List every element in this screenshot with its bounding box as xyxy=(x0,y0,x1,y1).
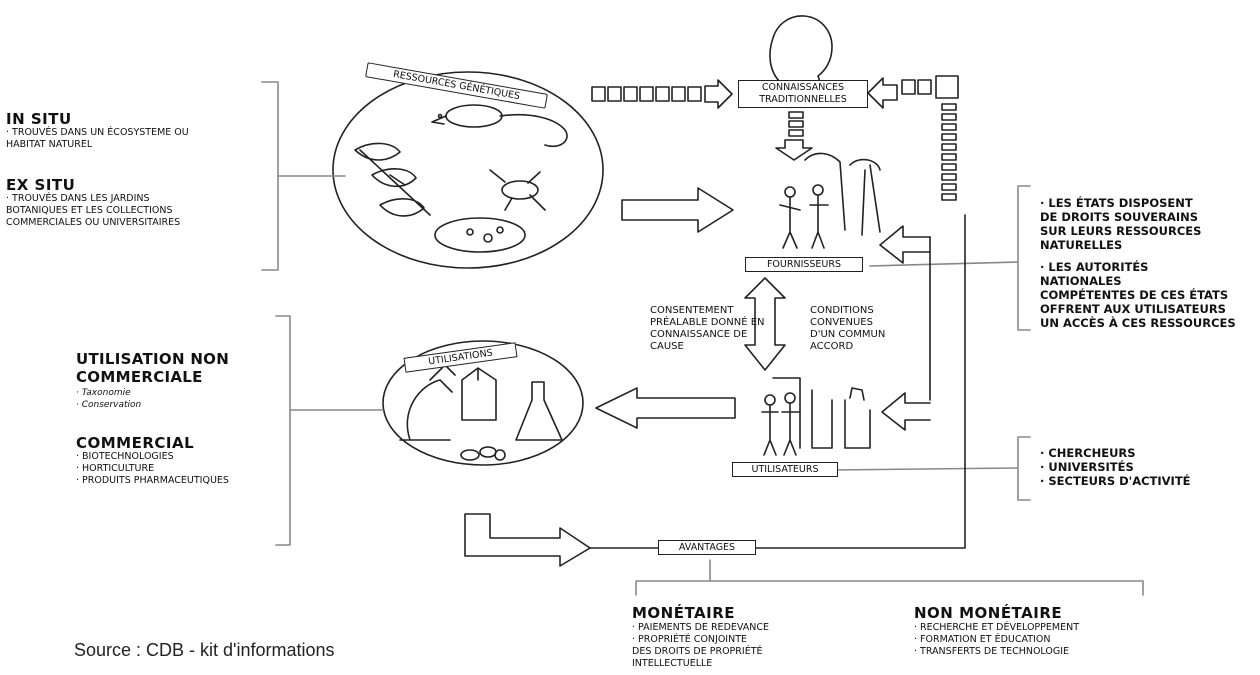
mat-line: CONVENUES xyxy=(810,317,873,328)
commercial-item: · PRODUITS PHARMACEUTIQUES xyxy=(76,475,229,486)
in-situ-desc-line: HABITAT NATUREL xyxy=(6,139,93,150)
non-monetary-item: · TRANSFERTS DE TECHNOLOGIE xyxy=(914,646,1070,657)
monetary-item: · PAIEMENTS DE REDEVANCE xyxy=(632,622,770,633)
pic-line: PRÉALABLE DONNÉ EN xyxy=(650,317,765,328)
user-notes: · CHERCHEURS · UNIVERSITÉS · SECTEURS D'… xyxy=(1040,446,1191,488)
ex-situ-desc: · TROUVÉS DANS LES JARDINS BOTANIQUES ET… xyxy=(6,193,180,229)
mat-line: D'UN COMMUN xyxy=(810,329,886,340)
dashed-arrow-loop-right xyxy=(867,75,959,201)
non-commercial-item: · Taxonomie xyxy=(76,388,131,398)
prior-informed-consent: CONSENTEMENT PRÉALABLE DONNÉ EN CONNAISS… xyxy=(650,305,765,353)
commercial-item: · HORTICULTURE xyxy=(76,463,155,474)
non-commercial-items: · Taxonomie · Conservation xyxy=(76,387,141,411)
insect-illustration-icon xyxy=(489,169,546,211)
in-situ-title: IN SITU xyxy=(6,110,72,128)
ex-situ-desc-line: · TROUVÉS DANS LES JARDINS xyxy=(6,193,150,204)
commercial-items: · BIOTECHNOLOGIES · HORTICULTURE · PRODU… xyxy=(76,451,229,487)
uses-circle xyxy=(382,340,584,466)
provider-note-line: NATURELLES xyxy=(1040,238,1123,252)
monetary-items: · PAIEMENTS DE REDEVANCE · PROPRIÉTÉ CON… xyxy=(632,622,769,670)
provider-note-line: NATIONALES xyxy=(1040,274,1122,288)
petri-dish-icon xyxy=(434,217,526,253)
arrow-return-providers xyxy=(879,225,931,264)
traditional-knowledge-box: CONNAISSANCES TRADITIONNELLES xyxy=(738,80,868,108)
arrow-return-users xyxy=(881,392,931,431)
provider-note-line: · LES AUTORITÉS xyxy=(1040,260,1149,274)
head-silhouette-icon xyxy=(769,15,833,83)
dashed-arrow-to-knowledge xyxy=(591,79,733,109)
monetary-item: INTELLECTUELLE xyxy=(632,658,713,669)
provider-note-line: OFFRENT AUX UTILISATEURS xyxy=(1040,302,1226,316)
left-bracket-uses xyxy=(275,315,384,546)
in-situ-desc: · TROUVÉS DANS UN ÉCOSYSTEME OU HABITAT … xyxy=(6,127,189,151)
traditional-knowledge-line2: TRADITIONNELLES xyxy=(759,94,847,105)
right-bracket-providers xyxy=(869,185,1031,331)
microscope-icon xyxy=(399,364,456,441)
provider-note-line: COMPÉTENTES DE CES ÉTATS xyxy=(1040,288,1229,302)
provider-note-line: UN ACCÈS À CES RESSOURCES xyxy=(1040,316,1236,330)
genetic-resources-circle xyxy=(332,71,604,269)
providers-people-icon xyxy=(779,152,881,249)
ex-situ-desc-line: BOTANIQUES ET LES COLLECTIONS xyxy=(6,205,173,216)
dashed-knowledge-down xyxy=(788,111,804,137)
user-note-line: · UNIVERSITÉS xyxy=(1040,460,1134,474)
right-bracket-users xyxy=(831,436,1031,501)
pills-icon xyxy=(460,446,506,461)
monetary-item: · PROPRIÉTÉ CONJOINTE xyxy=(632,634,748,645)
provider-note-line: · LES ÉTATS DISPOSENT xyxy=(1040,196,1193,210)
non-monetary-items: · RECHERCHE ET DÉVELOPPEMENT · FORMATION… xyxy=(914,622,1079,658)
commercial-item: · BIOTECHNOLOGIES xyxy=(76,451,174,462)
provider-notes: · LES ÉTATS DISPOSENT DE DROITS SOUVERAI… xyxy=(1040,196,1258,330)
rat-illustration-icon xyxy=(431,104,568,148)
mat-line: CONDITIONS xyxy=(810,305,874,316)
benefits-label: AVANTAGES xyxy=(658,540,756,555)
users-people-icon xyxy=(761,377,871,456)
source-caption: Source : CDB - kit d'informations xyxy=(74,640,335,660)
mutually-agreed-terms: CONDITIONS CONVENUES D'UN COMMUN ACCORD xyxy=(810,305,885,353)
double-arrow-exchange xyxy=(744,277,786,371)
providers-label: FOURNISSEURS xyxy=(745,257,863,272)
flask-icon xyxy=(515,381,563,441)
monetary-title: MONÉTAIRE xyxy=(632,604,736,622)
in-situ-desc-line: · TROUVÉS DANS UN ÉCOSYSTEME OU xyxy=(6,127,189,138)
user-note-line: · SECTEURS D'ACTIVITÉ xyxy=(1040,474,1191,488)
provider-note-line: SUR LEURS RESSOURCES xyxy=(1040,224,1202,238)
milk-carton-icon xyxy=(461,367,497,421)
traditional-knowledge-line1: CONNAISSANCES xyxy=(761,82,845,93)
pic-line: CONNAISSANCE DE xyxy=(650,329,748,340)
non-commercial-item: · Conservation xyxy=(76,400,142,410)
arrow-knowledge-down xyxy=(775,139,813,161)
benefit-return-line xyxy=(464,513,591,567)
non-commercial-title-line: UTILISATION NON xyxy=(76,350,230,368)
non-monetary-item: · FORMATION ET ÉDUCATION xyxy=(914,634,1051,645)
commercial-title: COMMERCIAL xyxy=(76,434,195,452)
provider-note-line: DE DROITS SOUVERAINS xyxy=(1040,210,1199,224)
non-monetary-item: · RECHERCHE ET DÉVELOPPEMENT xyxy=(914,622,1079,633)
pic-line: CONSENTEMENT xyxy=(650,305,734,316)
non-commercial-title-line: COMMERCIALE xyxy=(76,368,203,386)
user-note-line: · CHERCHEURS xyxy=(1040,446,1136,460)
non-commercial-title: UTILISATION NON COMMERCIALE xyxy=(76,350,229,386)
monetary-item: DES DROITS DE PROPRIÉTÉ xyxy=(632,646,763,657)
pic-line: CAUSE xyxy=(650,341,684,352)
leaves-illustration-icon xyxy=(354,142,431,217)
mat-line: ACCORD xyxy=(810,341,854,352)
ex-situ-title: EX SITU xyxy=(6,176,76,194)
left-bracket-resources xyxy=(261,81,346,271)
arrow-resources-to-providers xyxy=(621,187,734,233)
users-label: UTILISATEURS xyxy=(732,462,838,477)
non-monetary-title: NON MONÉTAIRE xyxy=(914,604,1063,622)
ex-situ-desc-line: COMMERCIALES OU UNIVERSITAIRES xyxy=(6,217,181,228)
benefits-bracket xyxy=(635,559,1144,596)
arrow-users-to-uses xyxy=(595,387,736,429)
